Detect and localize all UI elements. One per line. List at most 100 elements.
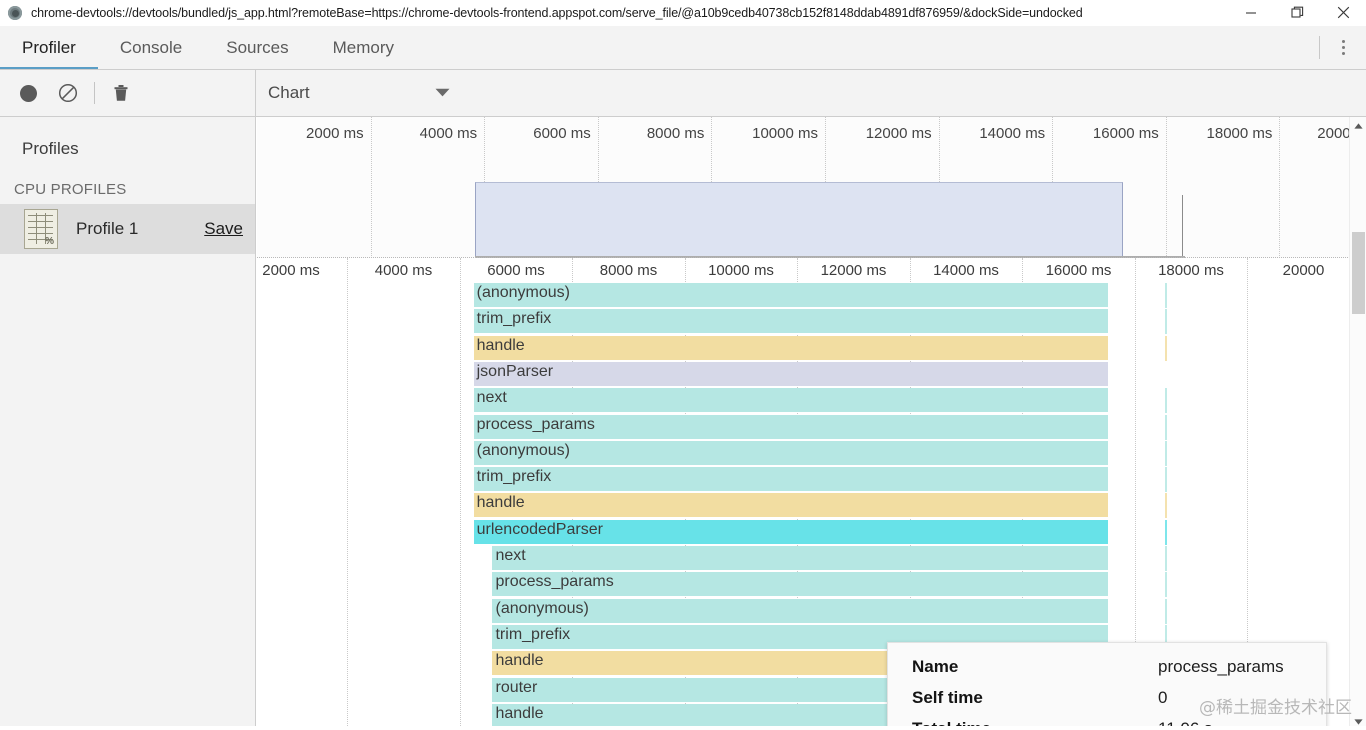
save-profile-link[interactable]: Save	[204, 219, 243, 238]
flamechart-bar[interactable]: next	[492, 546, 1108, 571]
overview-tick-label: 4000 ms	[419, 125, 478, 142]
tab-console[interactable]: Console	[98, 26, 204, 69]
record-circle-icon	[19, 84, 37, 102]
flamechart-bar[interactable]: trim_prefix	[473, 467, 1108, 493]
tooltip-row: Name process_params	[912, 657, 1304, 688]
tooltip-key: Name	[912, 657, 959, 676]
delete-profile-button[interactable]	[101, 70, 141, 117]
flamechart-bar[interactable]: handle	[473, 493, 1108, 519]
flamechart-bar-sliver[interactable]	[1165, 493, 1167, 519]
overview-tick-label: 14000 ms	[979, 125, 1046, 142]
overview-gridline	[370, 117, 372, 258]
flamechart-bar-sliver[interactable]	[1165, 546, 1167, 571]
tab-sources-label: Sources	[226, 37, 289, 57]
flamechart-bar-sliver[interactable]	[1165, 624, 1167, 650]
overview-tick-label: 6000 ms	[533, 125, 591, 142]
tooltip-key: Self time	[912, 688, 983, 707]
flamechart-bar[interactable]: jsonParser	[473, 361, 1108, 387]
profile-name: Profile 1	[76, 219, 139, 238]
flamechart-bar-sliver[interactable]	[1165, 414, 1167, 440]
flamechart-bar-label: next	[495, 547, 526, 564]
tooltip-key: Total time	[912, 719, 992, 730]
overview-baseline	[257, 257, 1366, 258]
flamechart-bar-sliver[interactable]	[1165, 388, 1167, 414]
cpu-profile-icon: %	[24, 209, 58, 249]
restore-icon[interactable]	[1274, 0, 1320, 26]
flamechart-bar[interactable]: process_params	[492, 572, 1108, 598]
flamechart-bar[interactable]: next	[473, 388, 1108, 414]
flamechart-bar[interactable]: (anonymous)	[473, 440, 1108, 466]
sidebar-section-cpu-profiles: CPU PROFILES	[14, 181, 127, 198]
kebab-menu-icon[interactable]	[1320, 26, 1366, 69]
flamechart-bar[interactable]: trim_prefix	[473, 309, 1108, 335]
caret-up-icon[interactable]	[1350, 117, 1366, 134]
tab-console-label: Console	[119, 37, 183, 57]
flamechart-bar-sliver[interactable]	[1165, 309, 1167, 335]
flamechart-bar-sliver[interactable]	[1165, 467, 1167, 493]
flamechart-tick-label: 10000 ms	[708, 262, 774, 279]
flamechart-bar[interactable]: (anonymous)	[473, 283, 1108, 308]
flamechart-bar[interactable]: process_params	[473, 414, 1108, 440]
view-mode-value: Chart	[268, 83, 310, 102]
tab-sources[interactable]: Sources	[204, 26, 310, 69]
caret-down-icon[interactable]	[1350, 713, 1366, 730]
flamechart-bar-label: handle	[476, 336, 525, 354]
record-button[interactable]	[8, 70, 48, 117]
flamechart-gridline	[459, 258, 461, 730]
sidebar-item-profile-1[interactable]: % Profile 1 Save	[0, 204, 255, 254]
tooltip-value: process_params	[1158, 657, 1284, 676]
window-titlebar: chrome-devtools://devtools/bundled/js_ap…	[0, 0, 1366, 26]
profile-view: 2000 ms 4000 ms 6000 ms 8000 ms 10000 ms 1200…	[257, 117, 1366, 730]
toolbar-right-group: Chart	[256, 70, 1366, 117]
flamechart-bar-label: trim_prefix	[495, 625, 571, 643]
flamechart-bar-label: jsonParser	[476, 362, 554, 380]
flamechart-tick-label: 12000 ms	[820, 262, 887, 279]
flamechart-bar-sliver[interactable]	[1165, 283, 1167, 308]
overview-tick-label: 20000	[1317, 125, 1359, 142]
overview-spike	[1182, 195, 1183, 257]
flamechart-bar[interactable]: handle	[473, 335, 1108, 361]
toolbar-left-group	[0, 69, 256, 117]
scrollbar-thumb[interactable]	[1352, 232, 1365, 314]
watermark: @稀土掘金技术社区	[1199, 698, 1352, 718]
flamechart-bar-sliver[interactable]	[1165, 335, 1167, 361]
minimize-icon[interactable]	[1228, 0, 1274, 26]
overview-tick-label: 8000 ms	[646, 125, 705, 142]
devtools-tabstrip: Profiler Console Sources Memory	[0, 26, 1366, 70]
overview-selection-window[interactable]	[475, 182, 1123, 257]
vertical-scrollbar[interactable]	[1349, 117, 1366, 730]
flamechart-bar-label: trim_prefix	[476, 468, 552, 486]
tooltip-value: 0	[1158, 688, 1168, 707]
flamechart-bar-sliver[interactable]	[1165, 572, 1167, 598]
flamechart-bar-label: handle	[476, 494, 525, 512]
view-mode-select[interactable]: Chart	[268, 78, 468, 108]
clear-all-button[interactable]	[48, 70, 88, 117]
flamechart-bar[interactable]: (anonymous)	[492, 598, 1108, 624]
flamechart-bar-label: handle	[495, 704, 544, 722]
triangle-down-icon	[435, 84, 450, 102]
flamechart-bar-label: (anonymous)	[495, 599, 589, 617]
flamechart-bar-label: next	[476, 389, 507, 407]
flamechart-bar-sliver[interactable]	[1165, 519, 1167, 545]
overview-tick-label: 12000 ms	[865, 125, 932, 142]
flamechart-bar-label: urlencodedParser	[476, 520, 603, 538]
close-icon[interactable]	[1320, 0, 1366, 26]
sidebar-title: Profiles	[22, 139, 79, 158]
tooltip-row: Self time 0	[912, 688, 1304, 719]
flamechart-bar-label: router	[495, 678, 538, 696]
flamechart-bar-sliver[interactable]	[1165, 440, 1167, 466]
tab-profiler[interactable]: Profiler	[0, 26, 98, 69]
flamechart-bar-sliver[interactable]	[1165, 598, 1167, 624]
flamechart-tick-label: 2000 ms	[262, 262, 320, 279]
toolbar-divider	[94, 82, 95, 104]
flamechart-bar[interactable]: urlencodedParser	[473, 519, 1108, 545]
tabstrip-divider	[1319, 36, 1320, 59]
tooltip-value: 11.06 s	[1158, 719, 1213, 730]
tab-memory[interactable]: Memory	[311, 26, 416, 69]
no-entry-icon	[58, 83, 78, 103]
flamechart-tick-label: 14000 ms	[933, 262, 999, 279]
flamechart-tick-label: 6000 ms	[487, 262, 545, 279]
flamechart-gridline	[1247, 258, 1248, 730]
